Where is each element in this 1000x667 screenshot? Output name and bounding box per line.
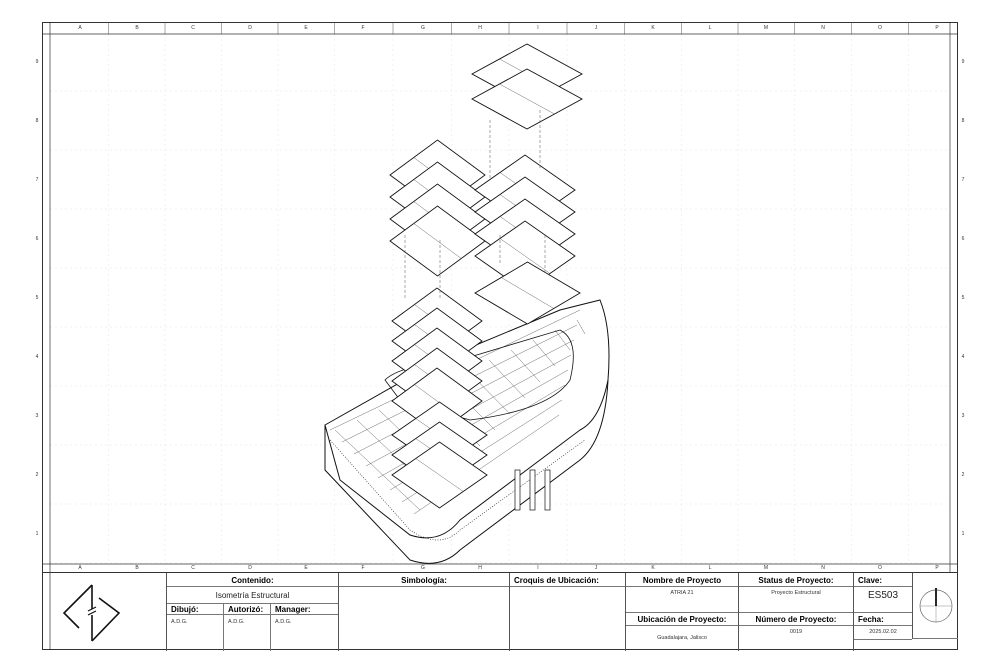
grid-column-label: A — [78, 565, 82, 571]
grid-column-label: D — [248, 565, 252, 571]
grid-row-label: 3 — [961, 413, 965, 419]
grid-column-label: D — [248, 25, 252, 31]
grid-column-label: J — [594, 25, 598, 31]
numero-label: Número de Proyecto: — [755, 615, 837, 624]
podium-beam — [554, 329, 571, 351]
grid-row-label: 4 — [35, 354, 39, 360]
grid-row-label: 8 — [961, 118, 965, 124]
contenido-cell: Contenido: Isometría Estructural Dibujó:… — [166, 573, 338, 651]
autorizo-value: A.D.G. — [228, 619, 245, 625]
nombre-cell: Nombre de Proyecto ATRIA 21 Ubicación de… — [625, 573, 738, 651]
podium-beam — [334, 429, 421, 511]
logo-cell — [42, 573, 166, 651]
grid-row-label: 1 — [35, 531, 39, 537]
support-column — [544, 469, 551, 511]
dibujo-label: Dibujó: — [171, 605, 199, 614]
croquis-cell: Croquis de Ubicación: — [509, 573, 625, 651]
grid-column-label: H — [478, 565, 482, 571]
dibujo-value: A.D.G. — [171, 619, 188, 625]
grid-column-label: G — [421, 25, 425, 31]
grid-row-label: 6 — [961, 236, 965, 242]
grid-row-label: 4 — [961, 354, 965, 360]
north-arrow-icon — [919, 588, 953, 623]
grid-column-label: L — [708, 25, 712, 31]
grid-column-label: P — [935, 25, 939, 31]
grid-row-label: 9 — [961, 59, 965, 65]
top-tower-beam — [499, 83, 555, 115]
fecha-value: 2025.02.02 — [869, 629, 897, 635]
grid-row-label: 2 — [961, 472, 965, 478]
grid-column-label: M — [763, 565, 769, 571]
left-base-tower-beam — [415, 458, 464, 492]
autorizo-label: Autorizó: — [228, 605, 264, 614]
nombre-value: ATRIA 21 — [670, 590, 694, 596]
simbologia-cell: Simbología: — [338, 573, 509, 651]
grid-column-label: E — [304, 25, 308, 31]
contenido-value: Isometría Estructural — [215, 591, 290, 600]
manager-label: Manager: — [275, 605, 311, 614]
grid-column-label: J — [594, 565, 598, 571]
grid-column-label: F — [361, 25, 365, 31]
status-cell: Status de Proyecto: Proyecto Estructural… — [738, 573, 853, 651]
support-column — [529, 469, 536, 511]
nombre-label: Nombre de Proyecto — [642, 576, 722, 585]
support-column — [514, 469, 521, 511]
ubicacion-value: Guadalajara, Jalisco — [657, 635, 707, 641]
grid-column-label: E — [304, 565, 308, 571]
grid-column-label: P — [935, 565, 939, 571]
grid-column-label: B — [135, 25, 139, 31]
podium-beam — [532, 339, 556, 367]
grid-column-label: C — [191, 565, 195, 571]
podium-beam — [488, 359, 526, 399]
left-upper-tower-beam — [413, 223, 462, 259]
grid-row-label: 7 — [961, 177, 965, 183]
grid-column-label: O — [878, 565, 882, 571]
ubicacion-label: Ubicación de Proyecto: — [637, 615, 727, 624]
grid-column-label: F — [361, 565, 365, 571]
numero-value: 0019 — [789, 629, 803, 635]
clave-label: Clave: — [858, 576, 883, 585]
grid-column-label: K — [651, 565, 655, 571]
grid-row-label: 5 — [35, 295, 39, 301]
contenido-label: Contenido: — [231, 576, 274, 585]
grid-row-label: 6 — [35, 236, 39, 242]
grid-row-label: 2 — [35, 472, 39, 478]
mid-slab-beam — [501, 277, 554, 309]
grid-column-label: I — [537, 25, 539, 31]
sheet-border — [42, 22, 958, 650]
logo-icon — [62, 584, 121, 642]
grid-row-label: 1 — [961, 531, 965, 537]
clave-cell: Clave: ES503 Fecha: 2025.02.02 — [853, 573, 912, 651]
manager-value: A.D.G. — [275, 619, 292, 625]
grid-row-label: 9 — [35, 59, 39, 65]
grid-column-label: K — [651, 25, 655, 31]
croquis-label: Croquis de Ubicación: — [514, 576, 599, 585]
right-upper-tower-beam — [499, 238, 551, 274]
grid-row-label: 8 — [35, 118, 39, 124]
grid-column-label: N — [821, 565, 825, 571]
grid-column-label: O — [878, 25, 882, 31]
grid-row-label: 3 — [35, 413, 39, 419]
grid-column-label: C — [191, 25, 195, 31]
grid-column-label: H — [478, 25, 482, 31]
grid-column-label: I — [537, 565, 539, 571]
podium-stipple — [329, 439, 586, 541]
grid-row-label: 5 — [961, 295, 965, 301]
grid-column-label: B — [135, 565, 139, 571]
grid-column-label: L — [708, 565, 712, 571]
grid-column-label: M — [763, 25, 769, 31]
podium-beam — [576, 319, 586, 335]
status-label: Status de Proyecto: — [758, 576, 834, 585]
grid-column-label: N — [821, 25, 825, 31]
north-arrow-cell — [912, 573, 958, 639]
fecha-label: Fecha: — [858, 615, 884, 624]
title-block: Contenido: Isometría Estructural Dibujó:… — [42, 572, 958, 651]
grid-column-label: A — [78, 25, 82, 31]
grid-column-label: G — [421, 565, 425, 571]
status-value: Proyecto Estructural — [771, 590, 821, 596]
clave-value: ES503 — [867, 590, 899, 601]
grid-row-label: 7 — [35, 177, 39, 183]
simbologia-label: Simbología: — [401, 576, 447, 585]
